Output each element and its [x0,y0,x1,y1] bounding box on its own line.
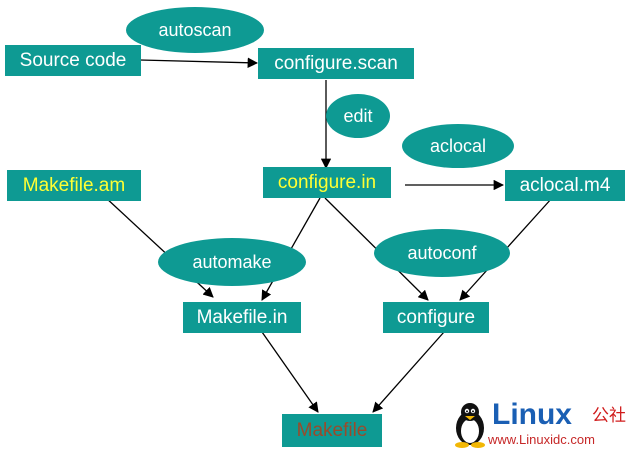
brand-url-text: www.Linuxidc.com [488,432,595,447]
configure-in-node[interactable]: configure.in [263,167,391,198]
arrow-configure-to-makefile [372,331,445,413]
linuxidc-watermark: Linux 公社 www.Linuxidc.com [452,398,628,450]
source-code-node[interactable]: Source code [5,45,141,76]
configure-scan-node[interactable]: configure.scan [258,48,414,79]
brand-text: Linux [492,398,572,431]
brand-cjk-text: 公社 [592,406,626,426]
makefile-node[interactable]: Makefile [282,414,382,447]
tux-penguin-icon [455,403,485,448]
aclocal-tool-oval: aclocal [402,124,514,168]
edit-tool-oval: edit [326,94,390,138]
autoscan-tool-oval: autoscan [126,7,264,53]
configure-node[interactable]: configure [383,302,489,333]
makefile-in-node[interactable]: Makefile.in [183,302,301,333]
autoconf-tool-oval: autoconf [374,229,510,277]
automake-tool-oval: automake [158,238,306,286]
arrow-source-to-scan [139,57,259,68]
aclocal-m4-node[interactable]: aclocal.m4 [505,170,625,201]
arrow-makefile-in-to-makefile [261,331,319,413]
makefile-am-node[interactable]: Makefile.am [7,170,141,201]
